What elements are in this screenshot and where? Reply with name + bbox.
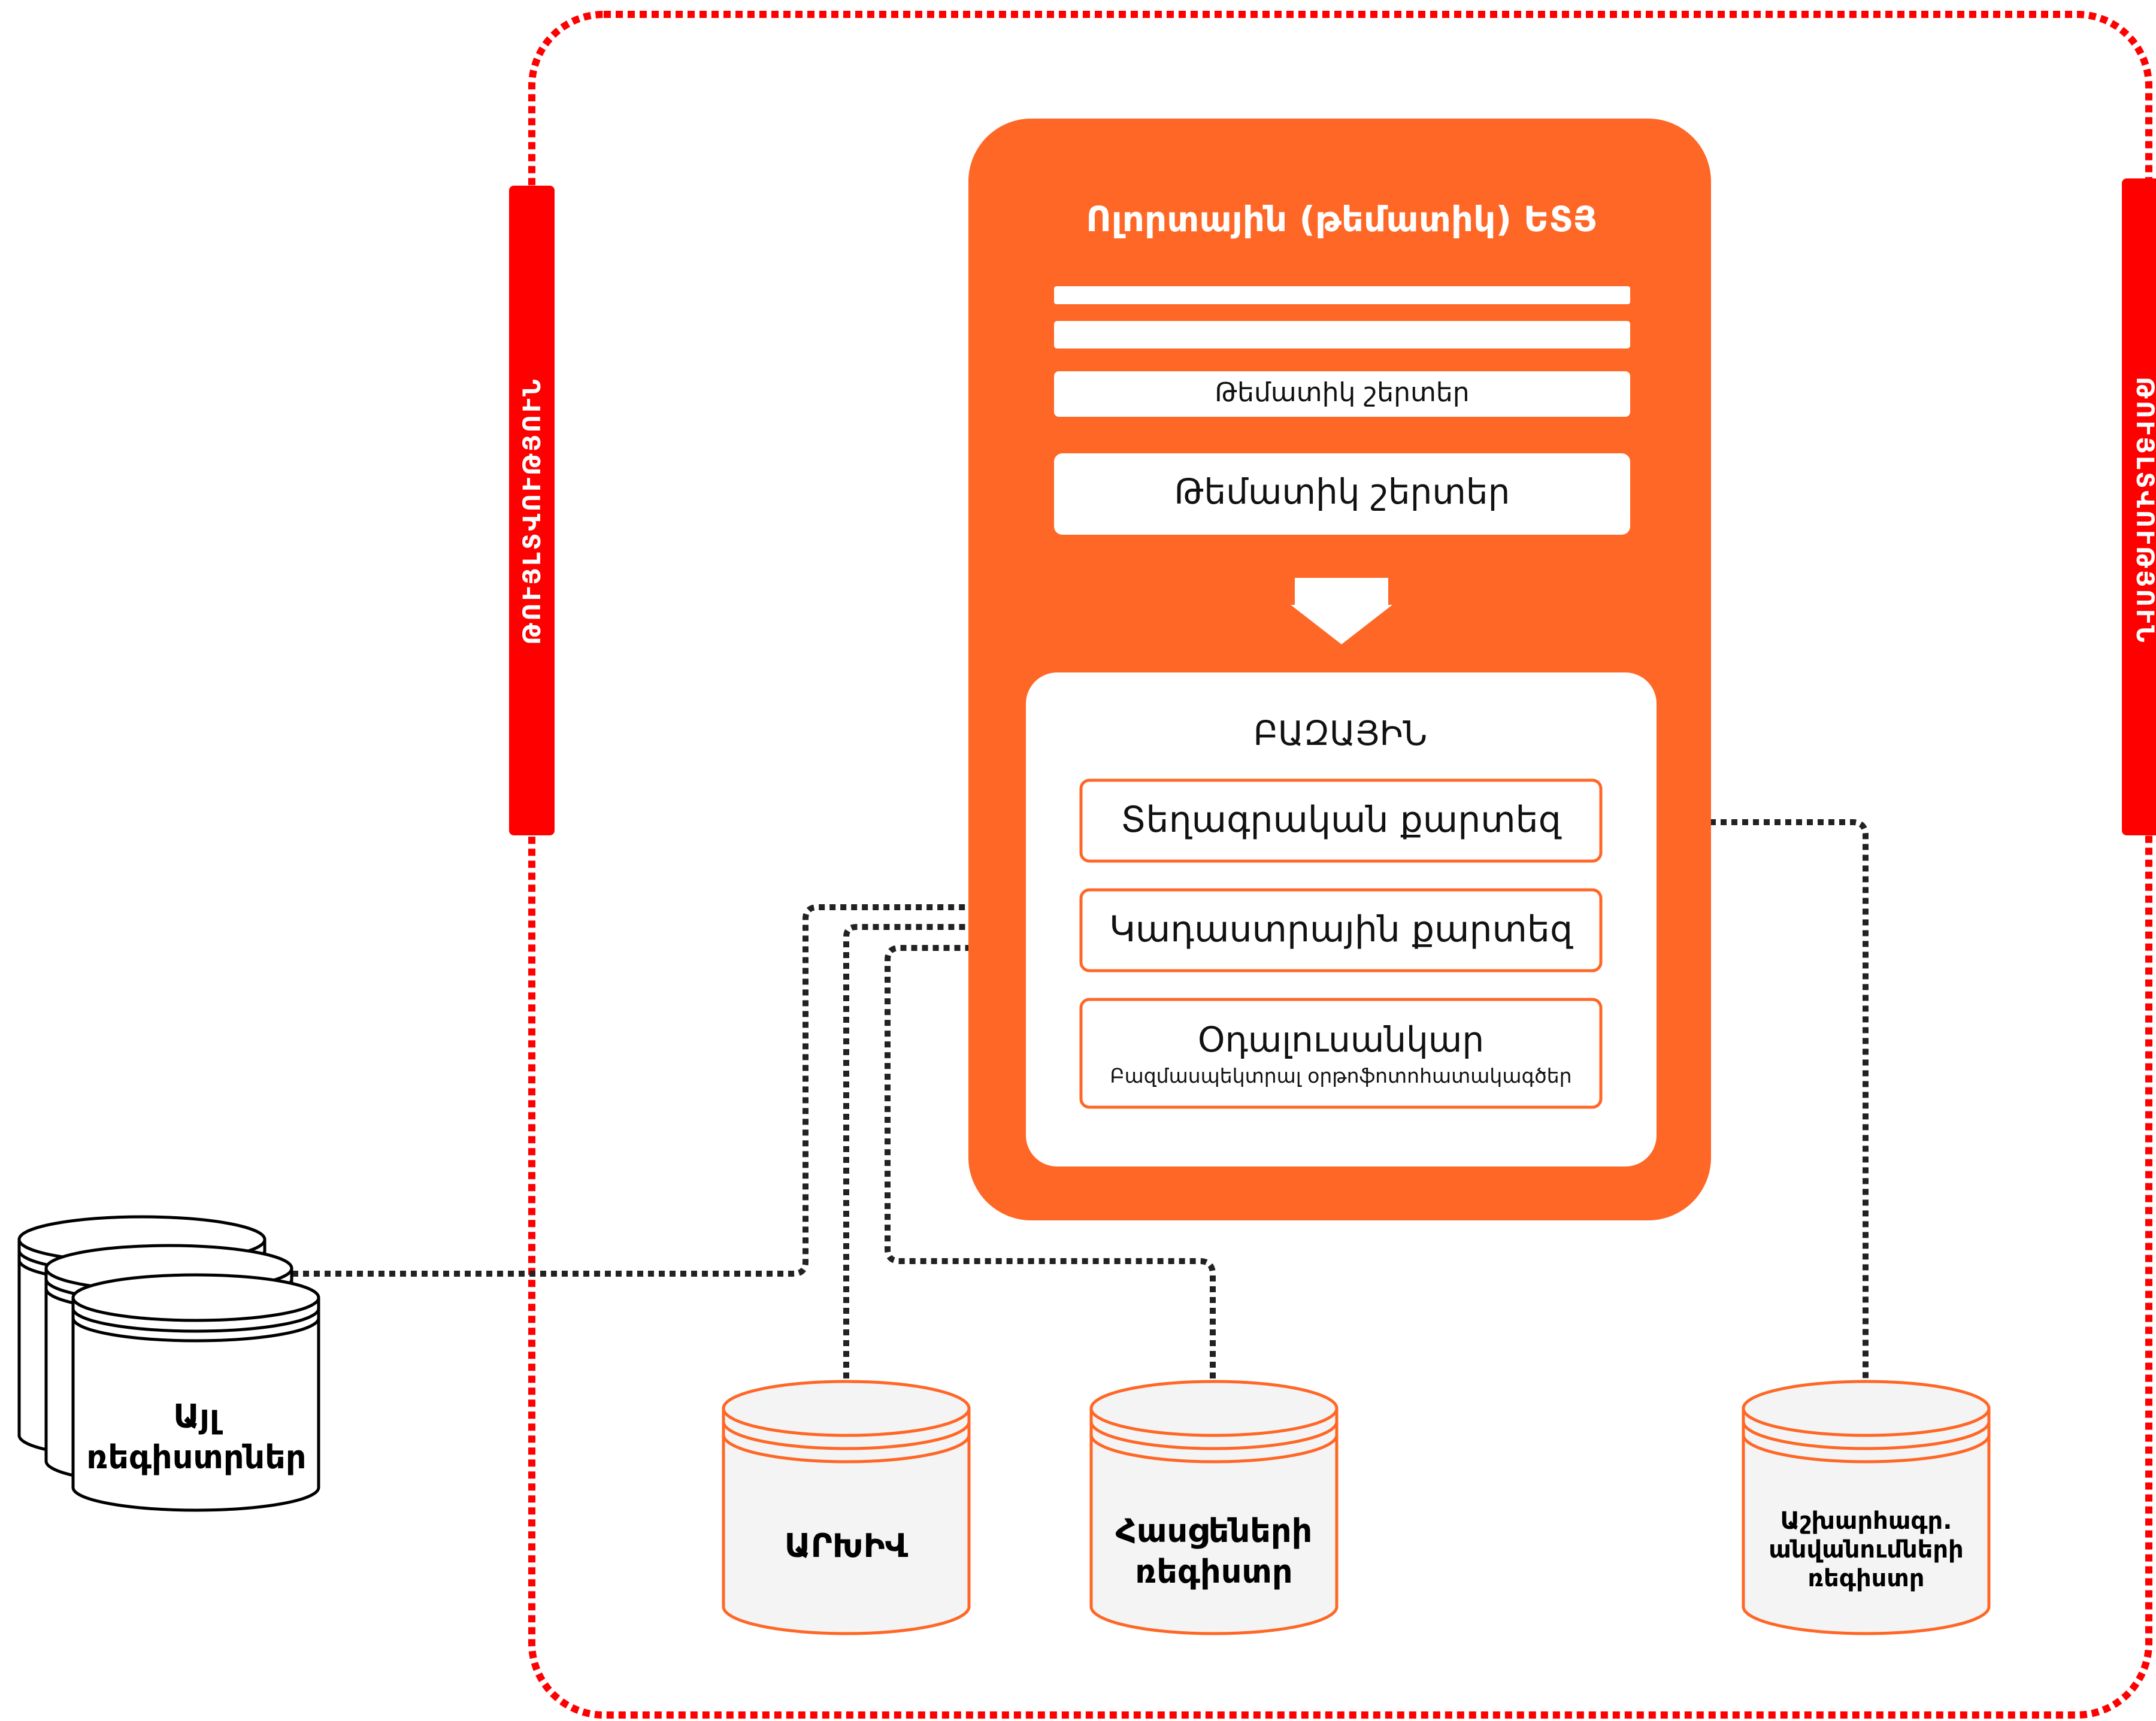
thematic-layers-small	[1054, 371, 1630, 417]
left-interoperability-bar: ԹՈՒՅԼՏՎՈՒԹՅՈՒՆ	[509, 186, 555, 835]
connector-geonames	[1602, 819, 1869, 1378]
base-title: ԲԱԶԱՅԻՆ	[1253, 714, 1427, 753]
right-interoperability-bar: ԹՈՒՅԼՏՎՈՒԹՅՈՒՆ	[2122, 178, 2156, 835]
layer-bar-2	[1054, 321, 1630, 349]
layer-bar-1	[1054, 286, 1630, 304]
base-item-topographic: Տեղագրական քարտեզ	[1121, 799, 1561, 841]
db-archive-label: ԱՐԽԻՎ	[785, 1527, 909, 1565]
db-other-registries	[17, 1215, 320, 1512]
thematic-sdi-panel: Ոլորտային (թեմատիկ) ԵՏՅ Թեմատիկ շերտեր Թ…	[968, 119, 1711, 1220]
connector-archive	[843, 924, 1081, 1378]
right-bar-label: ԹՈՒՅԼՏՎՈՒԹՅՈՒՆ	[2131, 377, 2156, 644]
thematic-layers-small-label: Թեմատիկ շերտեր	[1215, 377, 1469, 408]
base-item-aerial-sublabel: Բազմասպեկտրալ օրթոֆոտոհատակագծեր	[1110, 1064, 1571, 1087]
connector-other-registries	[281, 904, 1081, 1277]
thematic-layers-large	[1054, 453, 1630, 535]
thematic-layers-large-label: Թեմատիկ շերտեր	[1174, 471, 1510, 512]
db-other-label-1: Այլ	[173, 1398, 223, 1435]
base-item-topographic-box	[1079, 778, 1603, 863]
down-arrow-icon	[1291, 578, 1392, 644]
db-addresses-label-1: Հասցեների	[1116, 1512, 1313, 1550]
base-item-aerial-box	[1079, 998, 1603, 1109]
panel-title: Ոլորտային (թեմատիկ) ԵՏՅ	[1086, 199, 1597, 240]
db-archive	[722, 1380, 971, 1635]
base-item-cadastral: Կադաստրային քարտեզ	[1109, 908, 1573, 950]
db-addresses	[1089, 1380, 1339, 1635]
base-item-cadastral-box	[1079, 888, 1603, 972]
connectors	[281, 819, 1869, 1378]
db-geonames	[1742, 1380, 1991, 1635]
db-geonames-label-3: ռեգիստր	[1808, 1565, 1925, 1592]
db-addresses-label-2: ռեգիստր	[1135, 1553, 1292, 1590]
db-geonames-label-2: անվանումների	[1769, 1536, 1964, 1564]
db-other-label-2: ռեգիստրներ	[86, 1438, 306, 1476]
outer-boundary	[528, 11, 2152, 1719]
connector-addresses	[885, 945, 1216, 1378]
base-item-aerial: Օդալուսանկար	[1198, 1019, 1484, 1060]
db-geonames-label-1: Աշխարհագր.	[1780, 1507, 1952, 1535]
left-bar-label: ԹՈՒՅԼՏՎՈՒԹՅՈՒՆ	[519, 377, 546, 644]
